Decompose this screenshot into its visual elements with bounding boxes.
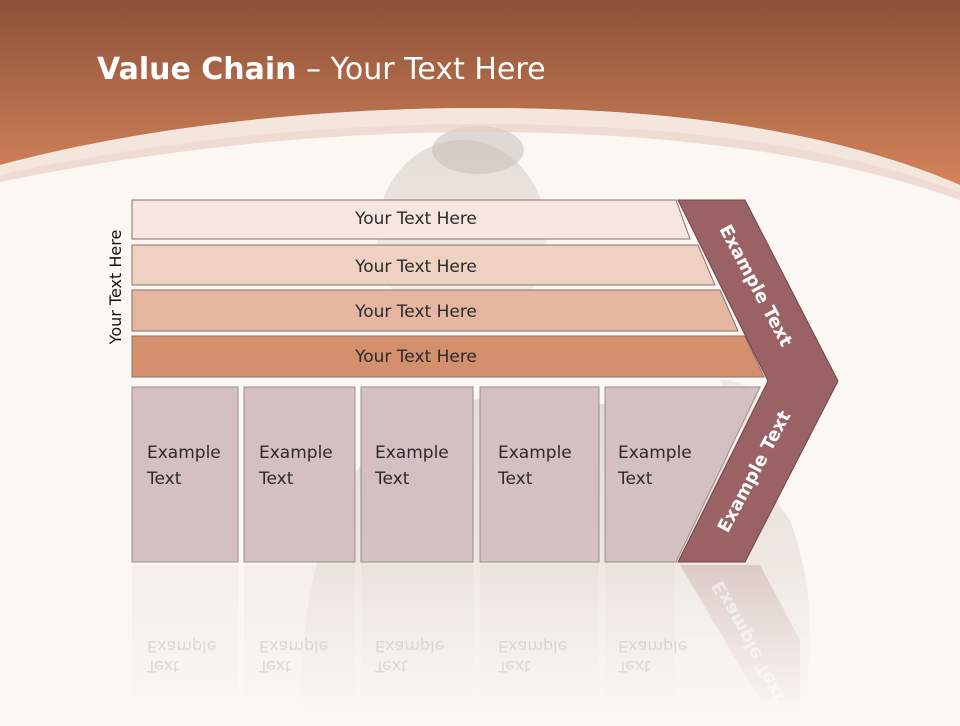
page-title: Value Chain – Your Text Here bbox=[97, 52, 546, 87]
box-label-2-line2: Text bbox=[259, 469, 294, 489]
row-label-2: Your Text Here bbox=[355, 257, 477, 277]
box-label-3-line1: Example bbox=[375, 443, 449, 463]
activity-boxes bbox=[131, 386, 761, 563]
box-label-3: Example Text bbox=[375, 440, 449, 492]
row-bar-3 bbox=[131, 289, 739, 332]
row-label-1: Your Text Here bbox=[355, 209, 477, 229]
row-label-4: Your Text Here bbox=[355, 347, 477, 367]
row-bars bbox=[131, 199, 765, 378]
header-band bbox=[0, 0, 960, 185]
row-bar-1 bbox=[131, 199, 691, 240]
box-label-1-line1: Example bbox=[147, 443, 221, 463]
box-label-5-line1: Example bbox=[618, 443, 692, 463]
activity-box-4 bbox=[479, 386, 600, 563]
activity-box-5 bbox=[604, 386, 761, 563]
box-label-2-line1: Example bbox=[259, 443, 333, 463]
box-label-4-line1: Example bbox=[498, 443, 572, 463]
title-bold: Value Chain bbox=[97, 52, 297, 87]
side-label: Your Text Here bbox=[106, 229, 125, 345]
box-label-5: Example Text bbox=[618, 440, 692, 492]
box-label-3-line2: Text bbox=[375, 469, 410, 489]
row-bar-4 bbox=[131, 335, 765, 378]
box-label-4-line2: Text bbox=[498, 469, 533, 489]
activity-box-3 bbox=[360, 386, 474, 563]
activity-box-2 bbox=[243, 386, 356, 563]
title-rest: – Your Text Here bbox=[296, 52, 546, 87]
activity-box-1 bbox=[131, 386, 239, 563]
margin-chevron bbox=[677, 199, 839, 563]
row-label-3: Your Text Here bbox=[355, 302, 477, 322]
box-label-1: Example Text bbox=[147, 440, 221, 492]
box-label-5-line2: Text bbox=[618, 469, 653, 489]
box-label-2: Example Text bbox=[259, 440, 333, 492]
box-label-4: Example Text bbox=[498, 440, 572, 492]
box-label-1-line2: Text bbox=[147, 469, 182, 489]
header-arc bbox=[0, 108, 960, 192]
row-bar-2 bbox=[131, 244, 716, 286]
